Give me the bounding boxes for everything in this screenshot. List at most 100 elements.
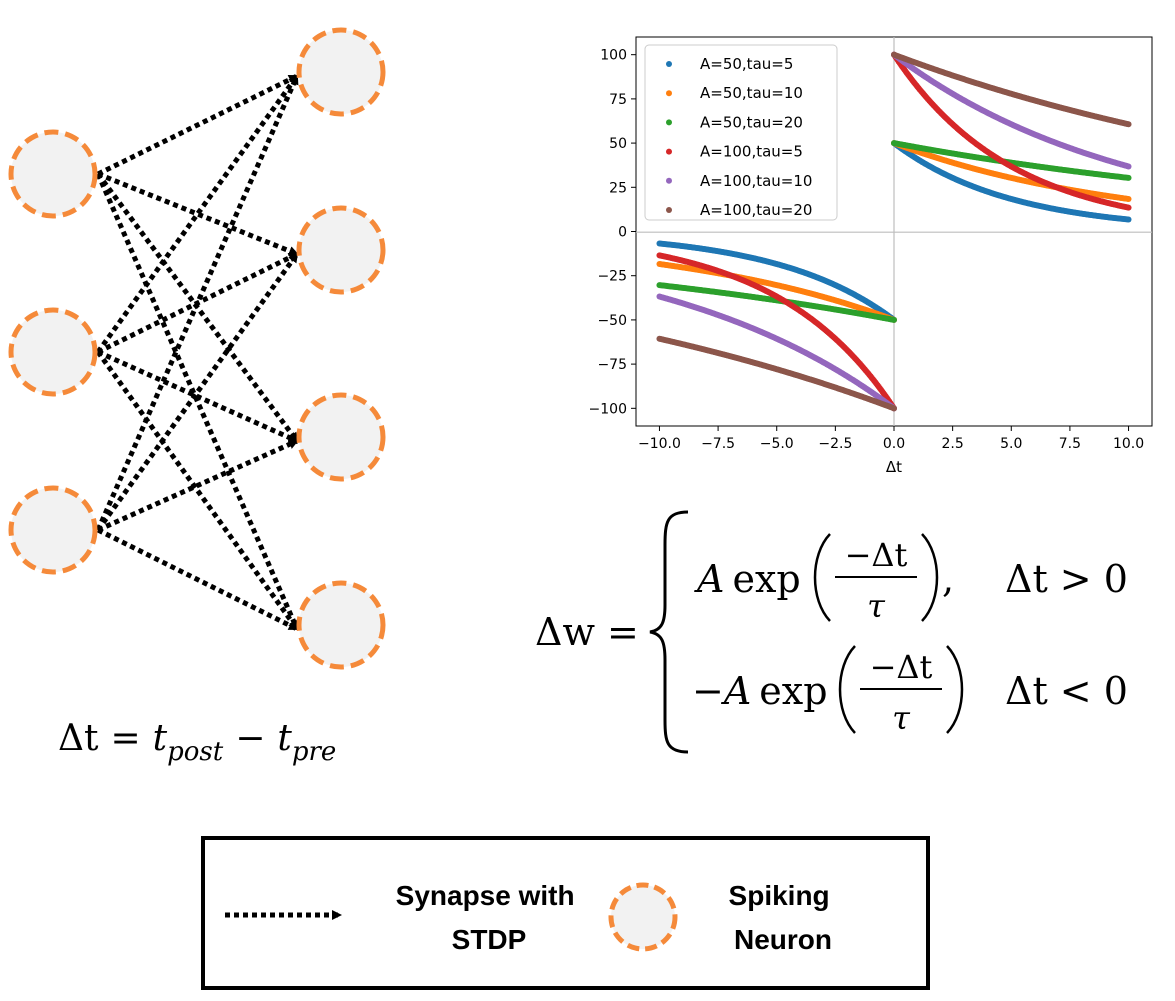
chart-ticks: −10.0 −7.5 −5.0 −2.5 0.0 2.5 5.0 7.5 10.0 100 75 50… [589, 48, 1145, 452]
post-neuron [296, 27, 386, 117]
x-tick-label: 2.5 [942, 436, 964, 452]
chart-points [656, 51, 1132, 412]
post-neuron [296, 392, 386, 482]
data-point [656, 335, 663, 342]
post-neuron [296, 205, 386, 295]
legend-box-frame [201, 836, 930, 990]
data-point [656, 240, 663, 247]
pre-neuron [8, 485, 98, 575]
series-6 [656, 51, 1132, 412]
stdp-chart: −10.0 −7.5 −5.0 −2.5 0.0 2.5 5.0 7.5 10.0 100 75 50… [589, 36, 1153, 476]
diagram-legend-box: Synapse with STDP Spiking Neuron [201, 836, 930, 990]
synapse-arrow [96, 527, 299, 632]
formula-case2-condition: Δt < 0 [1005, 669, 1128, 713]
synapse-arrow [95, 350, 300, 631]
synapse-arrow [96, 349, 299, 444]
x-tick-label: 10.0 [1113, 436, 1144, 452]
x-tick-label: 5.0 [1000, 436, 1022, 452]
y-tick-label: 0 [618, 225, 627, 241]
legend-marker [666, 207, 672, 213]
data-point [656, 252, 663, 259]
series-4 [656, 51, 1132, 412]
data-point [1125, 121, 1132, 128]
legend-entry: A=100,tau=20 [700, 201, 812, 219]
legend-neuron-label: Spiking Neuron [729, 880, 838, 955]
delta-t-equals: = [110, 718, 140, 759]
series-5 [656, 51, 1132, 412]
data-point [1125, 163, 1132, 170]
legend-marker [666, 148, 672, 155]
svg-text:,: , [942, 557, 954, 601]
y-tick-label: 50 [609, 136, 627, 152]
legend-entry: A=100,tau=5 [700, 143, 803, 161]
data-point [1125, 216, 1132, 223]
data-point [1125, 195, 1132, 202]
data-point [656, 282, 663, 289]
data-point [1125, 204, 1132, 211]
legend-synapse-label: Synapse with STDP [396, 880, 583, 955]
formula-case1-denominator: τ [867, 587, 886, 625]
formula-case1-numerator: −Δt [845, 536, 908, 574]
synapse-arrow [95, 252, 300, 532]
legend-marker [666, 177, 672, 184]
pre-neuron [8, 307, 98, 397]
delta-t-lhs: Δt [58, 718, 99, 759]
y-tick-label: 75 [609, 92, 627, 108]
x-tick-label: 0.0 [883, 436, 905, 452]
delta-t-definition: Δt=tpost−tpre [58, 718, 336, 767]
x-tick-label: −10.0 [638, 436, 681, 452]
x-tick-label: 7.5 [1059, 436, 1081, 452]
formula-case2-numerator: −Δt [870, 648, 933, 686]
chart-x-axis-label: Δt [886, 458, 902, 476]
chart-legend-frame [644, 44, 838, 221]
legend-marker [666, 61, 672, 67]
legend-entry: A=50,tau=20 [700, 113, 803, 131]
synapse-arrow [96, 438, 299, 533]
formula-case1-condition: Δt > 0 [1005, 557, 1128, 601]
y-tick-label: −25 [597, 269, 627, 285]
chart-legend: A=50,tau=5A=50,tau=10A=50,tau=20A=100,ta… [644, 44, 838, 221]
y-tick-label: −100 [589, 401, 627, 417]
synapse-arrow [95, 74, 300, 354]
synapse-arrow [95, 74, 300, 532]
formula-case2-denominator: τ [892, 699, 911, 737]
series-3 [656, 140, 1132, 323]
neuron-nodes [8, 27, 386, 670]
legend-neuron-icon [608, 882, 678, 952]
x-tick-label: −7.5 [701, 436, 735, 452]
synapse-arrows [95, 73, 300, 632]
legend-entry: A=100,tau=10 [700, 172, 812, 190]
pre-neuron [8, 129, 98, 219]
y-tick-label: 100 [600, 48, 627, 64]
legend-marker [666, 119, 672, 126]
y-tick-label: −75 [597, 357, 627, 373]
legend-entry: A=50,tau=5 [700, 55, 793, 73]
y-tick-label: 25 [609, 180, 627, 196]
data-point [1125, 174, 1132, 181]
delta-t-t-post: t [153, 718, 168, 759]
x-tick-label: −5.0 [760, 436, 794, 452]
formula-brace [649, 510, 689, 754]
legend-marker [666, 90, 672, 97]
post-neuron [296, 580, 386, 670]
delta-t-sub-pre: pre [292, 737, 336, 767]
legend-entry: A=50,tau=10 [700, 84, 803, 102]
synapse-arrow [96, 73, 299, 177]
data-point [656, 293, 663, 300]
data-point [656, 261, 663, 268]
delta-t-sub-post: post [167, 737, 224, 767]
x-tick-label: −2.5 [818, 436, 852, 452]
synapse-arrow [95, 172, 300, 631]
formula-lhs: Δw= [535, 610, 639, 654]
delta-t-minus: − [235, 718, 265, 759]
y-tick-label: −50 [597, 313, 627, 329]
delta-t-t-pre: t [277, 718, 292, 759]
series-1 [656, 140, 1132, 323]
